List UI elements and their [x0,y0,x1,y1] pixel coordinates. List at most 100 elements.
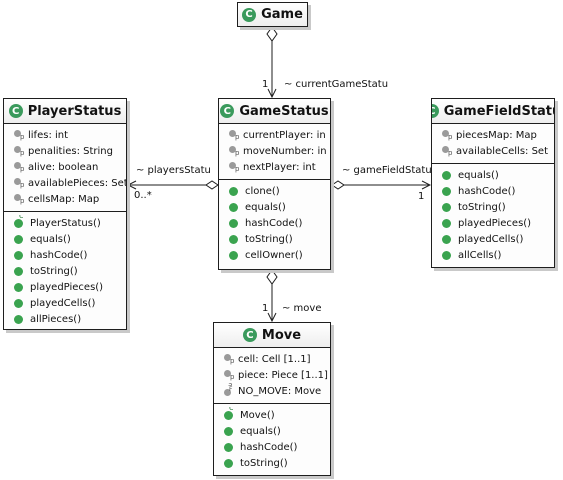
methods-compartment: PlayerStatus() equals() hashCode() toStr… [4,212,126,331]
method-icon [442,186,451,196]
field-icon [14,194,24,205]
attribute-item[interactable]: piece: Piece [1..1] [214,367,330,383]
multiplicity-move: 1 [262,303,269,314]
attribute-item[interactable]: piecesMap: Map [432,127,554,143]
method-icon [224,426,233,436]
role-game-field-status: ~ gameFieldStatu [342,165,432,176]
attribute-item[interactable]: alive: boolean [4,159,126,175]
class-gamestatus[interactable]: C GameStatus currentPlayer: in moveNumbe… [218,98,331,270]
method-icon [14,282,23,292]
field-icon [14,178,24,189]
class-game[interactable]: C Game [237,2,308,27]
method-icon [442,170,451,180]
class-name: Move [261,327,302,343]
method-icon [442,250,451,260]
constructor-item[interactable]: PlayerStatus() [4,215,126,231]
attribute-item[interactable]: availableCells: Set [432,143,554,159]
class-header-game: C Game [238,3,307,26]
attribute-item[interactable]: lifes: int [4,127,126,143]
methods-compartment: clone() equals() hashCode() toString() c… [219,180,330,267]
attribute-item[interactable]: nextPlayer: int [219,159,330,175]
class-playerstatus[interactable]: C PlayerStatus lifes: int penalities: St… [3,98,127,330]
class-header-playerstatus: C PlayerStatus [4,99,126,124]
field-icon [229,162,239,173]
method-item[interactable]: hashCode() [214,439,330,455]
class-name: PlayerStatus [27,103,122,119]
multiplicity-players-status: 0..* [134,190,152,201]
method-icon [442,202,451,212]
method-icon [442,234,451,244]
method-item[interactable]: toString() [432,199,554,215]
method-icon [14,250,23,260]
method-item[interactable]: playedCells() [432,231,554,247]
method-icon [224,442,233,452]
class-icon: C [242,7,257,22]
method-icon [14,234,23,244]
method-item[interactable]: equals() [219,199,330,215]
method-icon [229,186,238,196]
attributes-compartment: cell: Cell [1..1] piece: Piece [1..1] NO… [214,348,330,404]
class-icon: C [242,328,257,342]
method-item[interactable]: playedCells() [4,295,126,311]
method-icon [229,250,238,260]
method-item[interactable]: toString() [219,231,330,247]
constant-item[interactable]: NO_MOVE: Move [214,383,330,399]
attributes-compartment: lifes: int penalities: String alive: boo… [4,124,126,212]
aggregation-diamond-move [266,269,278,285]
attribute-item[interactable]: availablePieces: Set [4,175,126,191]
class-icon: C [8,104,23,118]
class-gamefieldstatus[interactable]: C GameFieldStatu piecesMap: Map availabl… [431,98,555,268]
method-item[interactable]: hashCode() [219,215,330,231]
multiplicity-game-field-status: 1 [418,191,425,202]
field-icon [14,146,24,157]
method-icon [14,266,23,276]
method-item[interactable]: toString() [4,263,126,279]
method-item[interactable]: allPieces() [4,311,126,327]
field-icon [229,130,239,141]
method-item[interactable]: playedPieces() [432,215,554,231]
method-icon [229,202,238,212]
field-icon [229,146,239,157]
constructor-icon [224,407,233,420]
attribute-item[interactable]: penalities: String [4,143,126,159]
method-item[interactable]: playedPieces() [4,279,126,295]
method-item[interactable]: allCells() [432,247,554,263]
aggregation-diamond-playerstatus [205,180,219,190]
method-item[interactable]: hashCode() [432,183,554,199]
method-item[interactable]: clone() [219,183,330,199]
method-icon [229,218,238,228]
field-icon [14,162,24,173]
multiplicity-game-gamestatus: 1 [262,79,269,90]
method-item[interactable]: toString() [214,455,330,471]
aggregation-diamond-game [266,26,278,42]
class-name: Game [261,7,303,22]
class-icon: C [432,104,439,118]
methods-compartment: equals() hashCode() toString() playedPie… [432,164,554,267]
class-move[interactable]: C Move cell: Cell [1..1] piece: Piece [1… [213,322,331,476]
method-item[interactable]: cellOwner() [219,247,330,263]
static-final-field-icon [224,383,232,396]
attribute-item[interactable]: cellsMap: Map [4,191,126,207]
method-item[interactable]: equals() [4,231,126,247]
attribute-item[interactable]: moveNumber: in [219,143,330,159]
field-icon [224,370,234,381]
field-icon [442,130,452,141]
method-item[interactable]: hashCode() [4,247,126,263]
class-name: GameStatus [239,103,329,119]
method-icon [14,314,23,324]
attribute-item[interactable]: currentPlayer: in [219,127,330,143]
attributes-compartment: piecesMap: Map availableCells: Set [432,124,554,164]
attribute-item[interactable]: cell: Cell [1..1] [214,351,330,367]
method-icon [224,458,233,468]
method-icon [442,218,451,228]
constructor-item[interactable]: Move() [214,407,330,423]
method-icon [14,298,23,308]
constructor-icon [14,215,23,228]
method-item[interactable]: equals() [432,167,554,183]
field-icon [442,146,452,157]
class-icon: C [220,104,235,118]
method-item[interactable]: equals() [214,423,330,439]
role-move: ~ move [282,303,322,314]
methods-compartment: Move() equals() hashCode() toString() [214,404,330,475]
